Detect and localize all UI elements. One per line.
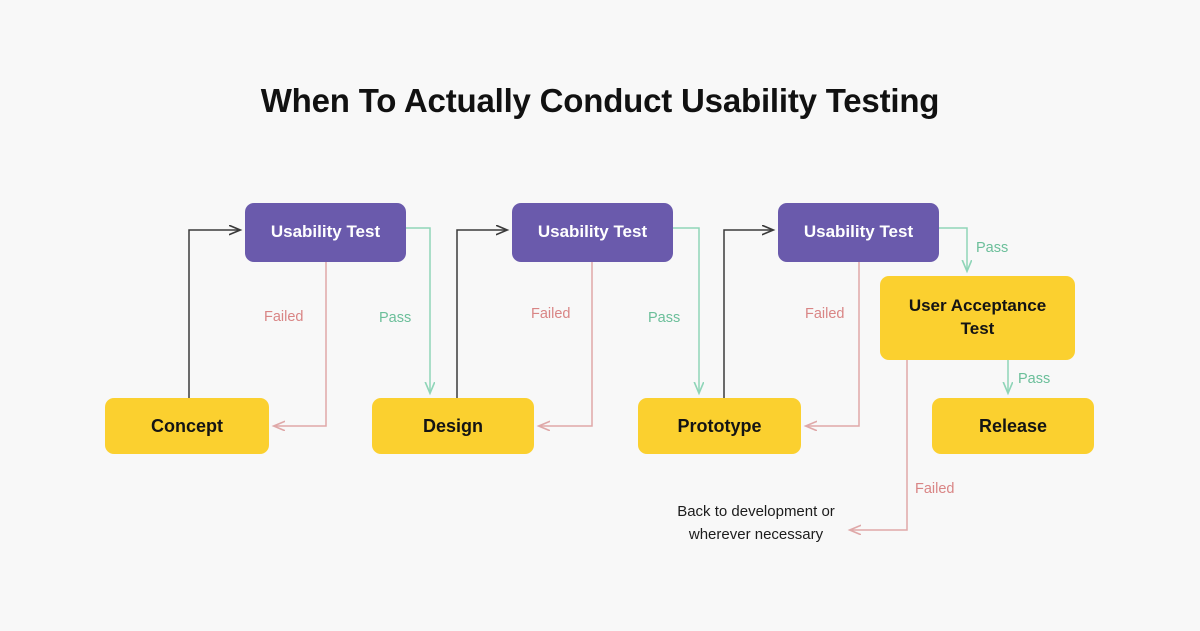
annotation-back-to-development: Back to development or wherever necessar… xyxy=(664,501,848,546)
edge-label-pass-4: Pass xyxy=(1018,371,1051,387)
node-usability-test-1[interactable]: Usability Test xyxy=(245,203,406,262)
edge-label-failed-4: Failed xyxy=(915,481,955,497)
edge-label-pass-3: Pass xyxy=(976,240,1009,256)
node-label: Concept xyxy=(151,415,223,436)
node-label: User Acceptance Test xyxy=(908,296,1047,338)
edge-label-failed-1: Failed xyxy=(264,309,304,325)
node-release[interactable]: Release xyxy=(932,398,1094,454)
edge-prototype-to-test3 xyxy=(723,230,773,398)
node-usability-test-2[interactable]: Usability Test xyxy=(512,203,673,262)
node-label: Usability Test xyxy=(270,222,381,242)
edge-test2-failed-to-design xyxy=(539,262,593,426)
node-label: Prototype xyxy=(677,415,762,436)
node-label: Design xyxy=(422,415,483,436)
node-label: Usability Test xyxy=(537,222,648,242)
node-design[interactable]: Design xyxy=(372,398,534,454)
page-title: When To Actually Conduct Usability Testi… xyxy=(260,82,940,119)
edge-test3-failed-to-prototype xyxy=(806,262,860,426)
annotation-line-2: wherever necessary xyxy=(688,525,824,543)
edge-label-pass-1: Pass xyxy=(379,310,412,326)
node-label: Release xyxy=(978,415,1048,436)
edge-label-failed-2: Failed xyxy=(531,306,571,322)
node-prototype[interactable]: Prototype xyxy=(638,398,801,454)
node-label: Usability Test xyxy=(803,222,914,242)
edge-concept-to-test1 xyxy=(188,230,240,398)
edge-label-failed-3: Failed xyxy=(805,306,845,322)
node-concept[interactable]: Concept xyxy=(105,398,269,454)
node-user-acceptance-test[interactable]: User Acceptance Test xyxy=(880,276,1075,360)
edge-design-to-test2 xyxy=(456,230,507,398)
edge-label-pass-2: Pass xyxy=(648,310,681,326)
node-usability-test-3[interactable]: Usability Test xyxy=(778,203,939,262)
edge-test1-failed-to-concept xyxy=(274,262,327,426)
annotation-line-1: Back to development or xyxy=(677,503,835,520)
edge-test3-pass-to-uat xyxy=(939,227,967,271)
edge-uat-failed-to-development xyxy=(850,360,908,530)
